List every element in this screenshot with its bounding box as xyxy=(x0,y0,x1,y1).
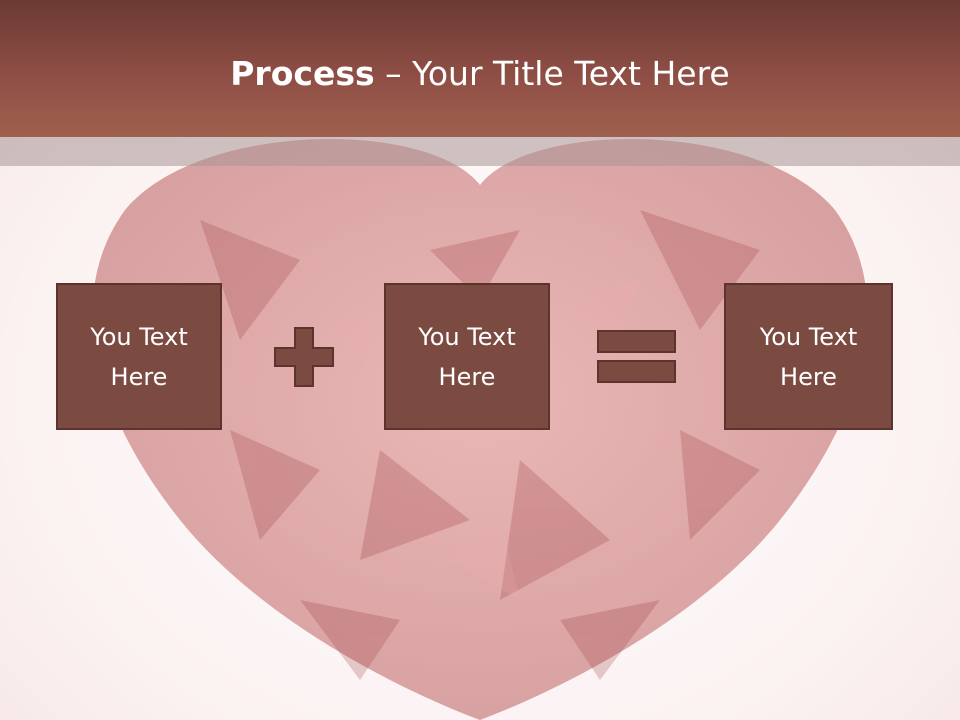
equals-icon xyxy=(597,330,676,383)
title-bar xyxy=(0,0,960,137)
process-box-1-text: You Text Here xyxy=(90,322,188,391)
title-rest-text: – Your Title Text Here xyxy=(374,54,730,93)
page-title[interactable]: Process – Your Title Text Here xyxy=(0,52,960,96)
process-box-2-text: You Text Here xyxy=(418,322,516,391)
process-box-3-text: You Text Here xyxy=(759,322,858,391)
process-box-2[interactable]: You Text Here xyxy=(384,283,550,430)
process-box-3[interactable]: You Text Here xyxy=(724,283,893,430)
process-box-1[interactable]: You Text Here xyxy=(56,283,222,430)
title-band xyxy=(0,137,960,166)
plus-icon xyxy=(274,327,334,387)
title-bold-text: Process xyxy=(230,54,375,93)
